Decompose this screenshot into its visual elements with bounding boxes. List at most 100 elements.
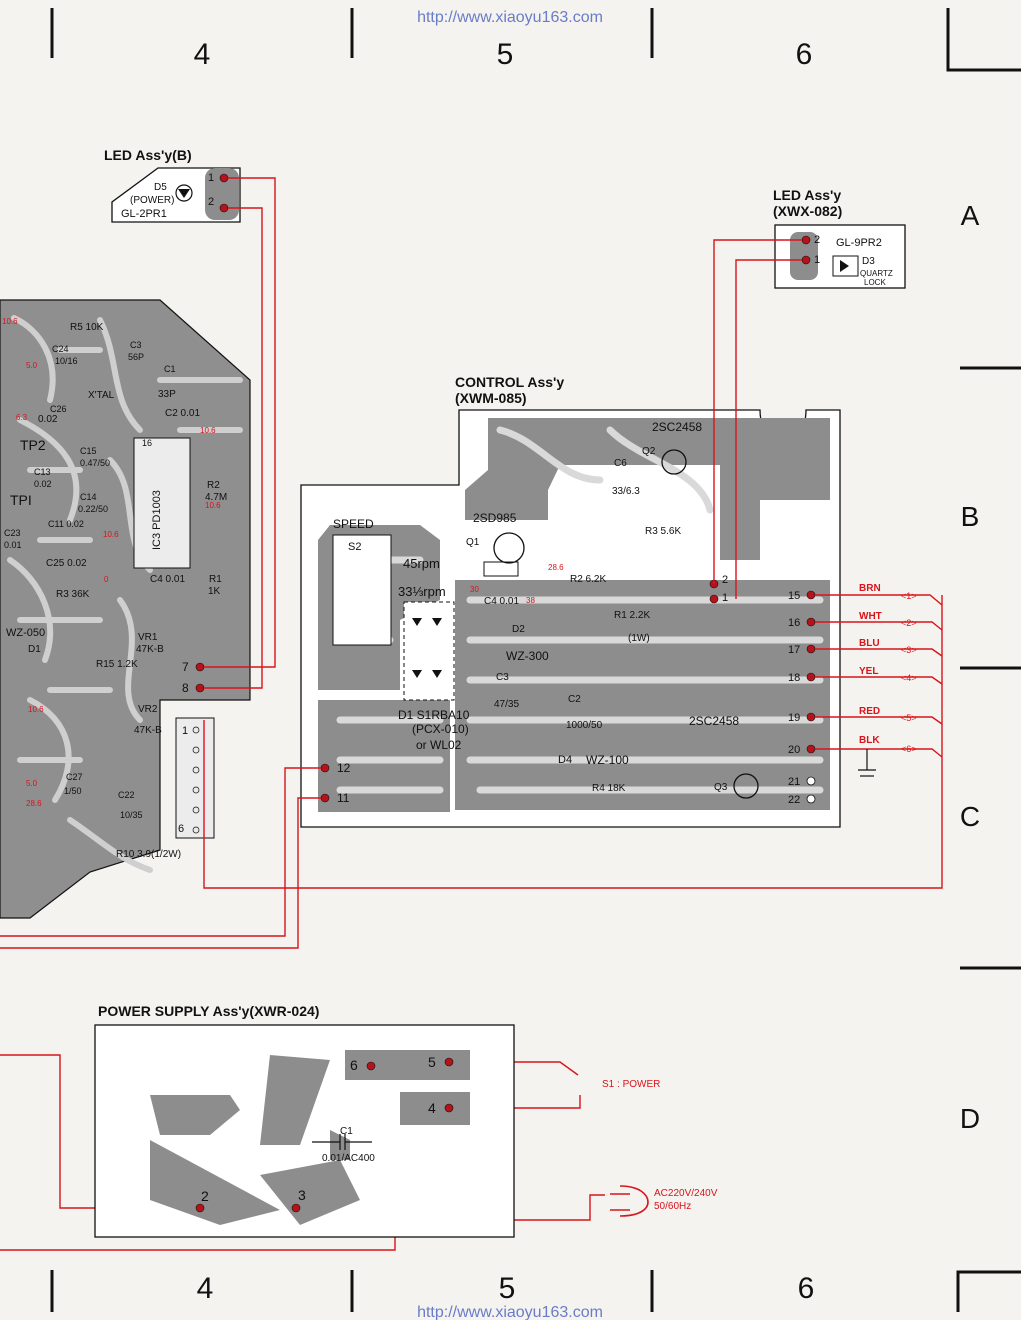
v-28: 28.6 [548,563,564,572]
led-main-pin-2: 2 [814,234,820,246]
wire-brn: BRN [859,583,881,594]
r2-label: R2 6.2K [570,574,606,585]
row-label-d: D [960,1103,980,1134]
terminal-2: 2 [722,574,728,586]
lb-vr1: VR1 [138,632,158,643]
d1-label: D1 S1RBA10 [398,708,470,722]
lb-c15: C15 [80,446,97,456]
lb-c26: C26 [50,404,67,414]
power-c1: C1 [340,1126,353,1137]
lb-vr1-val: 47K-B [136,644,164,655]
led-main-part: GL-9PR2 [836,237,882,249]
d2-label: D2 [512,624,525,635]
q1-type: 2SD985 [473,511,517,525]
q3-type: 2SC2458 [689,714,739,728]
power-pin-2: 2 [201,1188,209,1204]
lb-c13: C13 [34,467,51,477]
ac-voltage: AC220V/240V [654,1188,718,1199]
row-label-a: A [961,200,980,231]
q3-ref: Q3 [714,782,728,793]
r1-label: R1 2.2K [614,610,650,621]
wire-legend: BRN <1> WHT <2> BLU <3> YEL <4> RED <5> … [859,583,917,754]
lb-v50a: 5.0 [26,361,38,370]
wire-blu: BLU [859,638,880,649]
led-main-ref: D3 [862,256,875,267]
led-main-pin-1: 1 [814,254,820,266]
lb-c11: C11 0.02 [48,519,84,529]
lb-conn-6: 6 [178,823,184,835]
column-label-5: 5 [497,38,514,71]
lb-pin16: 16 [142,438,152,448]
lb-d1: D1 [28,644,41,655]
lb-r2-val: 4.7M [205,492,227,503]
power-pin-4: 4 [428,1100,436,1116]
led-assy-b: LED Ass'y(B) D5 (POWER) GL-2PR1 1 2 [104,147,241,223]
v-38: 38 [526,596,535,605]
lb-c15-val: 0.47/50 [80,458,110,468]
r4-label: R4 18K [592,783,626,794]
c4-label: C4 0.01 [484,596,519,607]
wire-wht: WHT [859,611,882,622]
terminal-11: 11 [337,791,350,805]
c2-value: 1000/50 [566,720,603,731]
rpm-33: 33⅓rpm [398,584,446,599]
terminal-20: 20 [788,744,800,756]
d4-value: WZ-100 [586,753,629,767]
led-main-code: (XWX-082) [773,203,842,219]
lb-v106b: 10.6 [200,426,216,435]
terminal-1: 1 [722,592,728,604]
c2-label: C2 [568,694,581,705]
source-url-top[interactable]: http://www.xiaoyu163.com [417,9,603,26]
led-b-type: GL-2PR1 [121,208,167,220]
terminal-15: 15 [788,590,800,602]
lb-c13-val: 0.02 [34,479,52,489]
lb-v50b: 5.0 [26,779,38,788]
terminal-7: 7 [182,660,189,674]
lb-r10: R10 3.9(1/2W) [116,849,181,860]
power-c1-value: 0.01/AC400 [322,1153,375,1164]
wire-blu-num: <3> [901,645,917,655]
source-url-bottom[interactable]: http://www.xiaoyu163.com [417,1304,603,1320]
wire-wht-num: <2> [901,618,917,628]
lb-wz050: WZ-050 [6,627,45,639]
wire-blk: BLK [859,735,880,746]
led-b-title: LED Ass'y(B) [104,147,192,163]
lb-xtal: X'TAL [88,390,115,401]
led-main-note-1: QUARTZ [860,269,893,278]
lb-r2: R2 [207,480,220,491]
lb-c25: C25 0.02 [46,558,87,569]
lb-v286: 28.6 [26,799,42,808]
q2-ref: Q2 [642,446,656,457]
led-b-pin-2: 2 [208,196,214,208]
v-30: 30 [470,585,479,594]
terminal-8: 8 [182,681,189,695]
d1-alt: or WL02 [416,738,462,752]
lb-conn-1: 1 [182,725,188,737]
led-assy-main: LED Ass'y (XWX-082) 2 1 GL-9PR2 D3 QUART… [773,187,906,289]
lb-v63: 6.3 [16,413,28,422]
q1-ref: Q1 [466,537,480,548]
lb-r3: R3 36K [56,589,90,600]
led-main-note-2: LOCK [864,278,886,287]
lb-c23: C23 [4,528,21,538]
power-switch-label: S1 : POWER [602,1079,660,1090]
led-b-pin-1: 1 [208,172,214,184]
column-label-5-bottom: 5 [499,1272,516,1305]
wire-yel-num: <4> [901,673,917,683]
power-pin-5: 5 [428,1054,436,1070]
lb-c02: 0.02 [38,414,58,425]
terminal-22: 22 [788,794,800,806]
d4-label: D4 [558,754,572,766]
lb-v106c: 10.6 [205,501,221,510]
lb-r5: R5 10K [70,322,104,333]
terminal-19: 19 [788,712,800,724]
q2-type: 2SC2458 [652,420,702,434]
control-assy: CONTROL Ass'y (XWM-085) SPEED S2 45rpm 3… [300,374,841,828]
lb-c27: C27 [66,772,83,782]
c6-value: 33/6.3 [612,486,640,497]
terminal-12: 12 [337,761,351,775]
column-label-4: 4 [194,38,211,71]
c3-value: 47/35 [494,699,519,710]
lb-vr2-val: 47K-B [134,725,162,736]
